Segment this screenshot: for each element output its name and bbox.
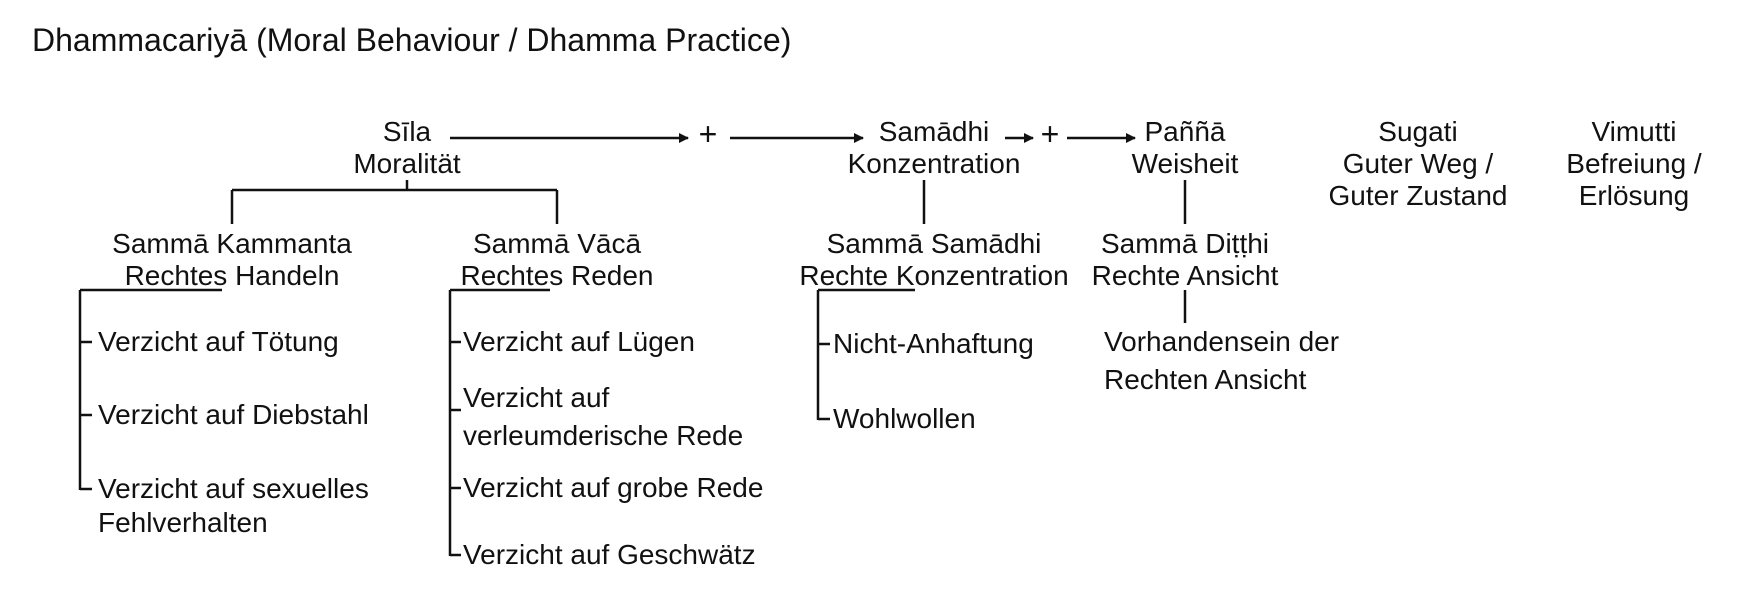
list-item: Verzicht auf Lügen [463,326,695,357]
factor-kammanta-name: Sammā Kammanta [112,228,352,259]
stage-sugati-name: Sugati [1378,116,1458,147]
list-item-continuation: Fehlverhalten [98,507,268,538]
list-item: Verzicht auf [463,382,610,413]
list-item: Verzicht auf Tötung [98,326,339,357]
factor-vaca-name: Sammā Vācā [472,228,642,259]
stage-samadhi: Samādhi Konzentration [848,116,1021,180]
stage-panna-name: Paññā [1144,116,1226,147]
list-item-continuation: verleumderische Rede [463,420,744,451]
stage-sila-name: Sīla [382,116,432,147]
factor-ditthi: Sammā Diṭṭhi Rechte Ansicht [1092,228,1279,292]
stage-samadhi-translation: Konzentration [847,148,1021,179]
factor-vaca-translation: Rechtes Reden [460,260,654,291]
stage-vimutti-translation-line2: Erlösung [1578,180,1690,211]
diagram-title: Dhammacariyā (Moral Behaviour / Dhamma P… [32,22,792,58]
stage-vimutti-name: Vimutti [1591,116,1677,147]
factor-kammanta-translation: Rechtes Handeln [124,260,340,291]
list-item: Vorhandensein der [1104,326,1340,357]
list-item: Verzicht auf Geschwätz [463,539,756,570]
stage-samadhi-name: Samādhi [878,116,990,147]
plus-sign-2: + [1040,116,1060,152]
factor-ditthi-name: Sammā Diṭṭhi [1100,228,1270,259]
stage-vimutti: Vimutti Befreiung / Erlösung [1566,116,1701,212]
stage-sila-translation: Moralität [353,148,461,179]
stage-vimutti-translation-line1: Befreiung / [1566,148,1702,179]
list-item: Nicht-Anhaftung [833,328,1034,359]
list-item: Verzicht auf grobe Rede [463,472,764,503]
list-item: Verzicht auf sexuelles [98,473,369,504]
plus-sign-1: + [698,116,718,152]
factor-kammanta: Sammā Kammanta Rechtes Handeln [112,228,352,292]
stage-sugati: Sugati Guter Weg / Guter Zustand [1329,116,1508,212]
stage-sugati-translation-line2: Guter Zustand [1328,180,1508,211]
factor-ditthi-translation: Rechte Ansicht [1091,260,1279,291]
list-item: Verzicht auf Diebstahl [98,399,369,430]
factor-samadhi-name: Sammā Samādhi [826,228,1042,259]
list-item-continuation: Rechten Ansicht [1104,364,1307,395]
stage-sugati-translation-line1: Guter Weg / [1342,148,1494,179]
factor-samadhi: Sammā Samādhi Rechte Konzentration [799,228,1068,292]
stage-panna-translation: Weisheit [1131,148,1239,179]
factor-samadhi-translation: Rechte Konzentration [799,260,1069,291]
factor-vaca: Sammā Vācā Rechtes Reden [460,228,653,292]
list-item: Wohlwollen [833,403,976,434]
stage-sila: Sīla Moralität [353,116,460,180]
stage-panna: Paññā Weisheit [1132,116,1239,180]
